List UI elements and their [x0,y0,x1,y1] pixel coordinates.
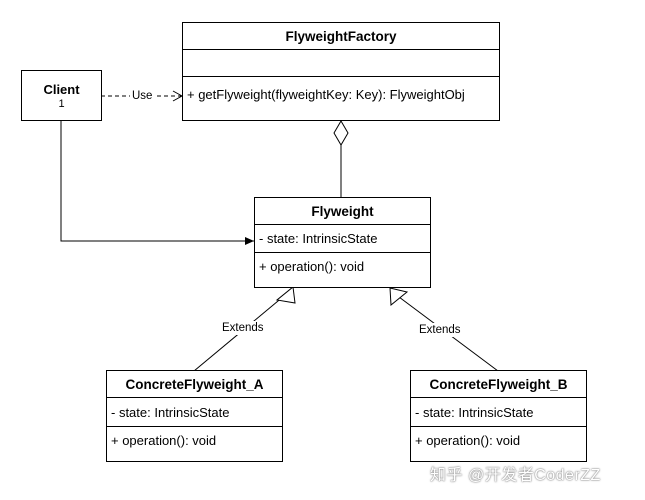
flyweight-class-box: Flyweight - state: IntrinsicState + oper… [254,197,431,288]
concrete-flyweight-a-class-box: ConcreteFlyweight_A - state: IntrinsicSt… [106,370,283,462]
flyweight-class-name: Flyweight [255,198,430,225]
factory-attributes [183,50,499,77]
concrete-b-operations: + operation(): void [415,433,521,448]
concrete-a-attributes: - state: IntrinsicState [107,398,282,427]
extends-a-triangle [275,286,296,304]
client-class-box: Client 1 [21,70,102,121]
concrete-a-operations: + operation(): void [111,433,217,448]
flyweight-factory-class-box: FlyweightFactory + getFlyweight(flyweigh… [182,22,500,121]
concrete-a-class-name: ConcreteFlyweight_A [107,371,282,398]
concrete-b-attributes: - state: IntrinsicState [411,398,586,427]
extends-b-edge-label: Extends [419,323,461,337]
watermark: 知乎 @开发者CoderZZ [430,467,601,484]
client-class-name: Client [43,81,80,97]
client-association-arrow [60,120,254,245]
extends-b-triangle [389,287,409,307]
factory-class-name: FlyweightFactory [183,23,499,50]
use-edge-label: Use [130,89,155,103]
factory-operations: + getFlyweight(flyweightKey: Key): Flywe… [187,87,465,102]
concrete-flyweight-b-class-box: ConcreteFlyweight_B - state: IntrinsicSt… [410,370,587,462]
concrete-b-class-name: ConcreteFlyweight_B [411,371,586,398]
client-multiplicity: 1 [58,97,65,110]
flyweight-attributes: - state: IntrinsicState [255,225,430,253]
aggregation-diamond [333,120,349,146]
flyweight-operations: + operation(): void [259,259,365,274]
extends-a-edge-label: Extends [222,321,264,335]
